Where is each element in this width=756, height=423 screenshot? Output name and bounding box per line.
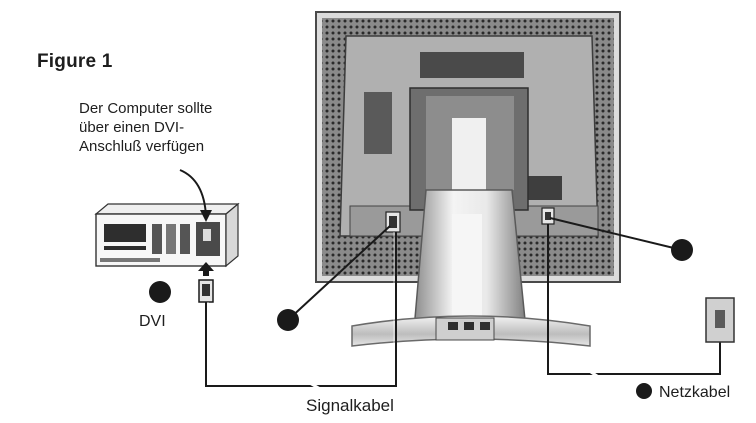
power-cable bbox=[547, 224, 735, 380]
dvi-marker-dot bbox=[149, 281, 171, 303]
annotation-line-1: Der Computer sollte bbox=[79, 100, 213, 117]
power-port-marker-dot bbox=[671, 239, 693, 261]
annotation-line-2: über einen DVI- bbox=[79, 119, 185, 136]
annotation-line-3: Anschluß verfügen bbox=[79, 138, 205, 155]
signal-cable bbox=[198, 232, 397, 392]
figure-title: Figure 1 bbox=[37, 51, 113, 72]
dvi-label: DVI bbox=[139, 313, 166, 330]
netzkabel-marker-dot bbox=[636, 383, 652, 399]
monitor-rear-view bbox=[315, 11, 621, 347]
signal-cable-label: Signalkabel bbox=[306, 396, 394, 415]
signal-port-marker-dot bbox=[277, 309, 299, 331]
computer-illustration bbox=[94, 202, 240, 268]
power-cable-label: Netzkabel bbox=[659, 384, 731, 401]
